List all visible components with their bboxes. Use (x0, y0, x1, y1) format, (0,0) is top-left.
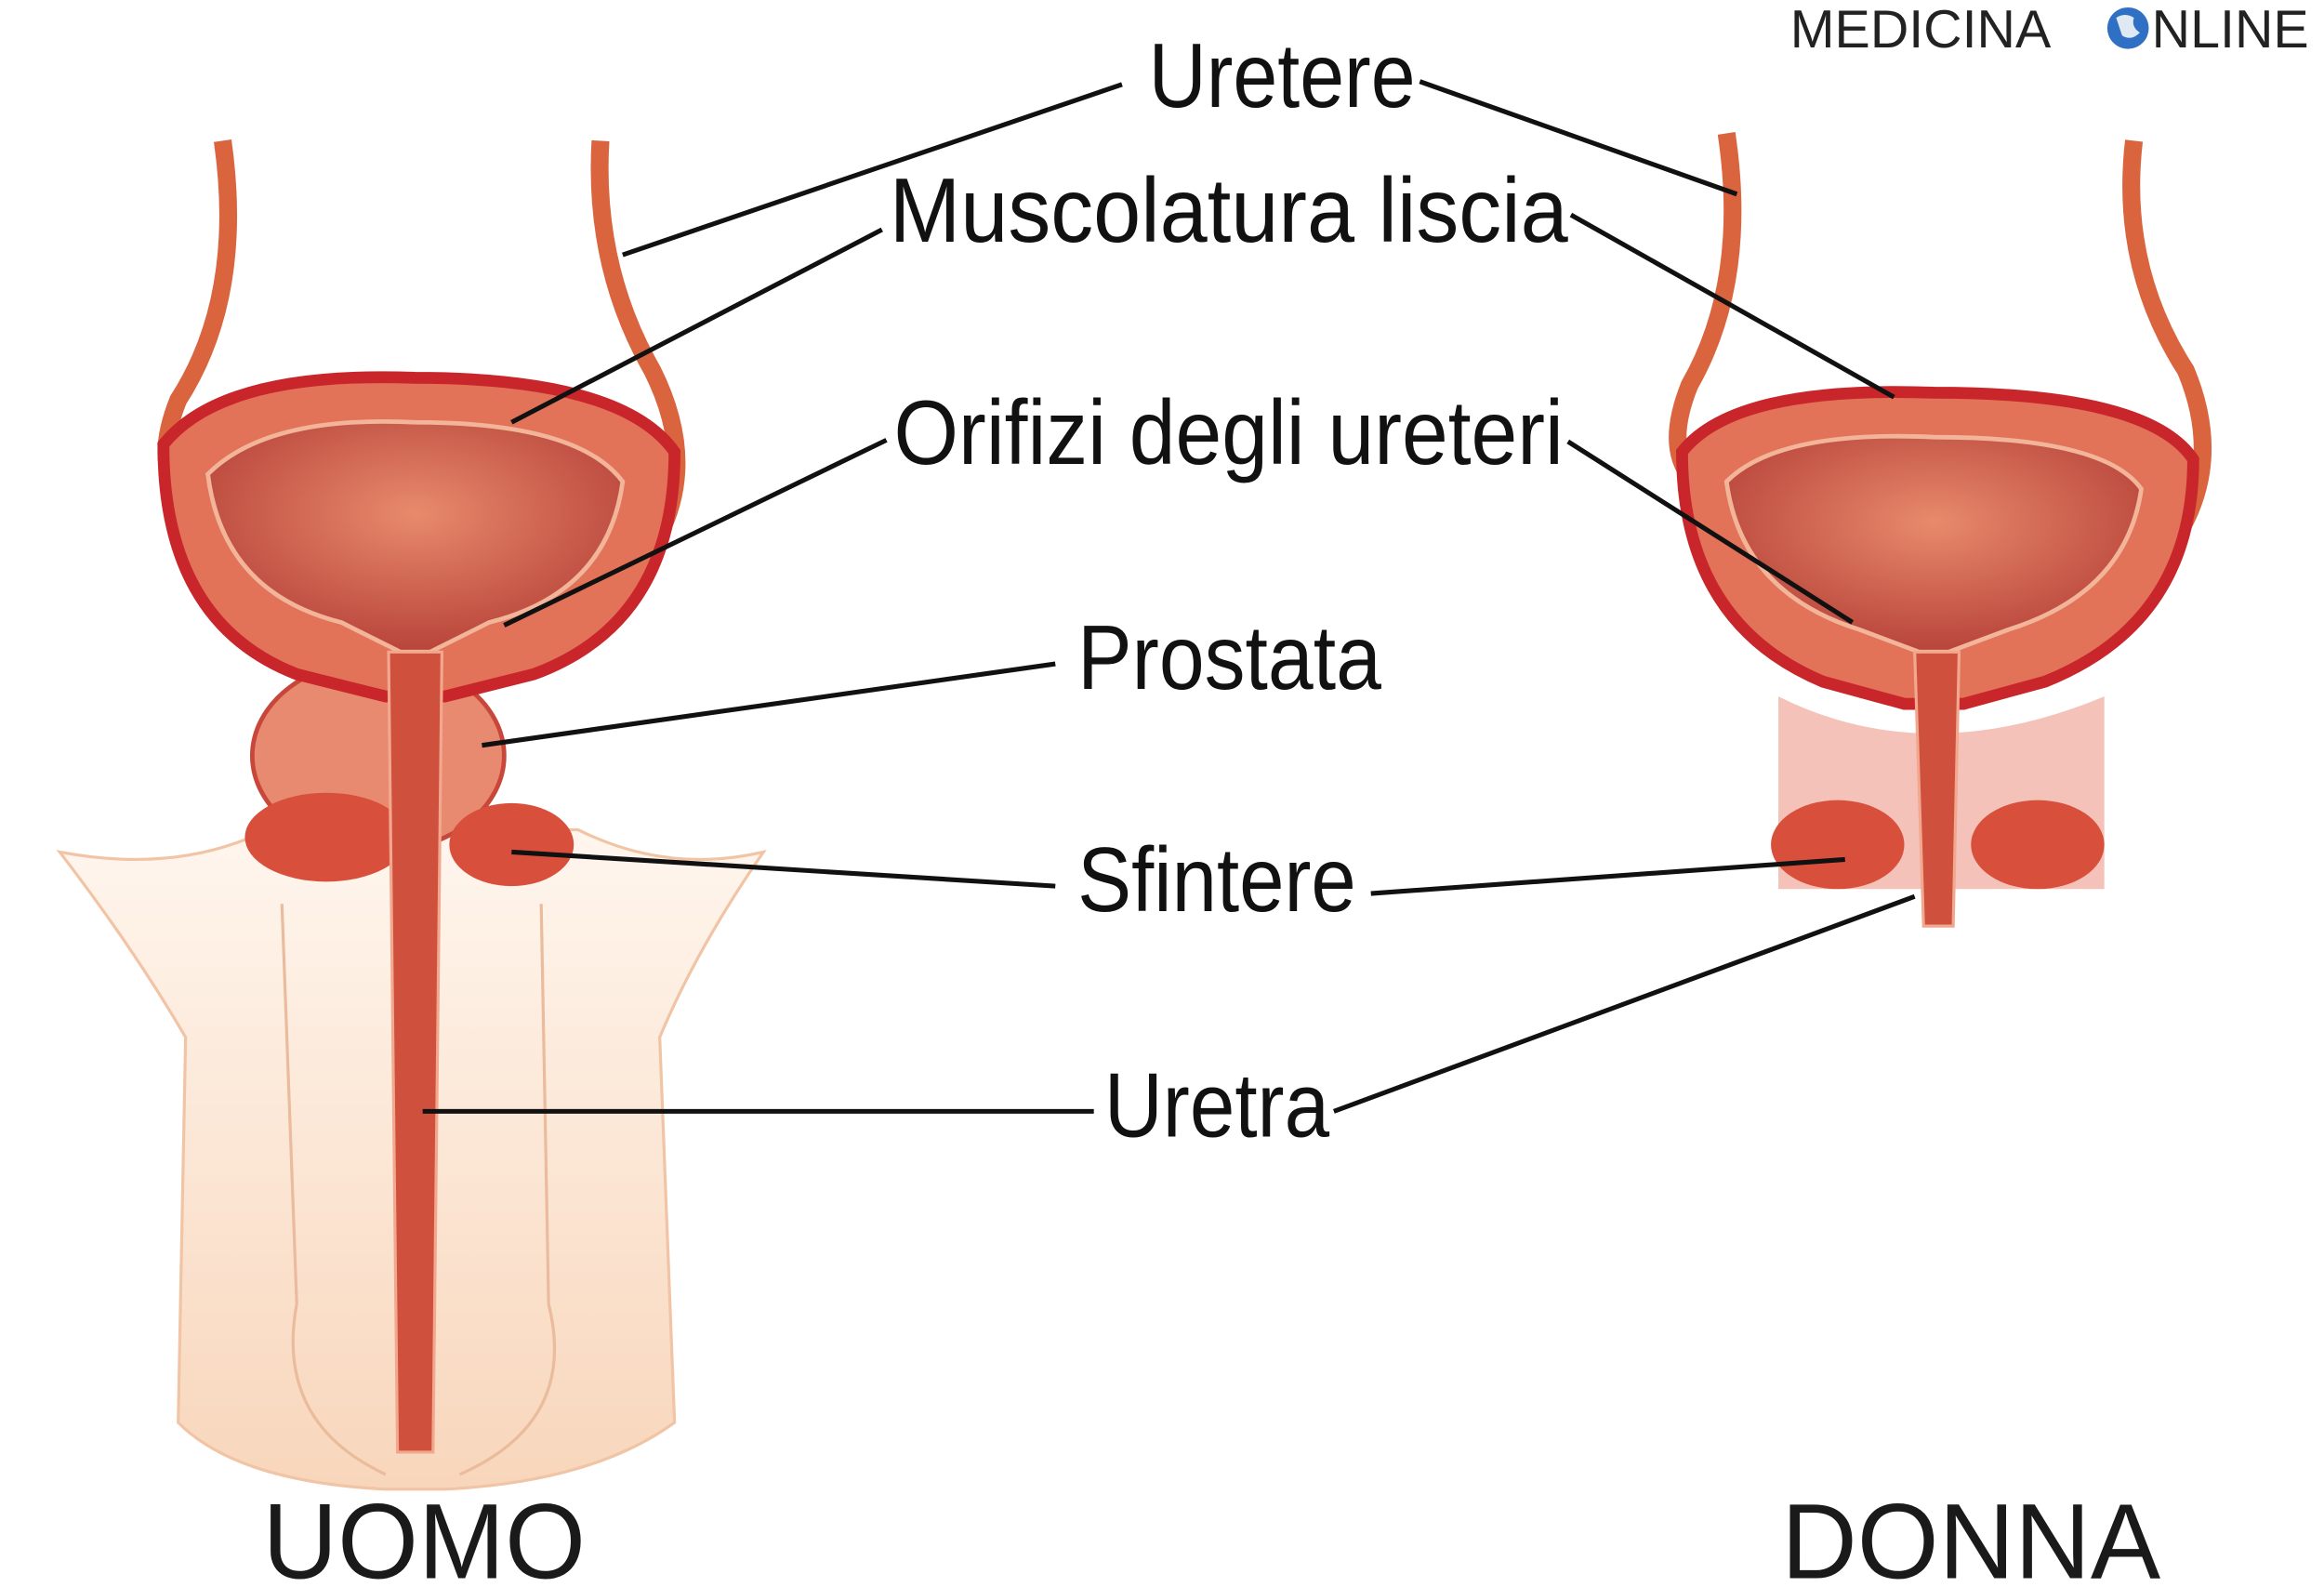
leader-lines (422, 79, 1916, 1114)
male-urinary-tract (56, 139, 767, 1491)
caption-donna: DONNA (1781, 1482, 2160, 1587)
label-uretra: Uretra (1104, 1053, 1329, 1156)
svg-text:MEDICINA: MEDICINA (1790, 0, 2052, 60)
medicina-online-logo: MEDICINA NLINE (1790, 0, 2309, 60)
label-muscolatura-liscia: Muscolatura liscia (890, 159, 1568, 261)
female-urinary-tract (1669, 132, 2212, 928)
label-prostata: Prostata (1077, 606, 1381, 708)
label-uretere: Uretere (1149, 24, 1416, 126)
label-sfintere: Sfintere (1077, 828, 1356, 931)
caption-uomo: UOMO (263, 1482, 586, 1587)
label-orifizi-ureteri: Orifizi degli ureteri (894, 381, 1564, 483)
svg-text:NLINE: NLINE (2152, 0, 2309, 60)
